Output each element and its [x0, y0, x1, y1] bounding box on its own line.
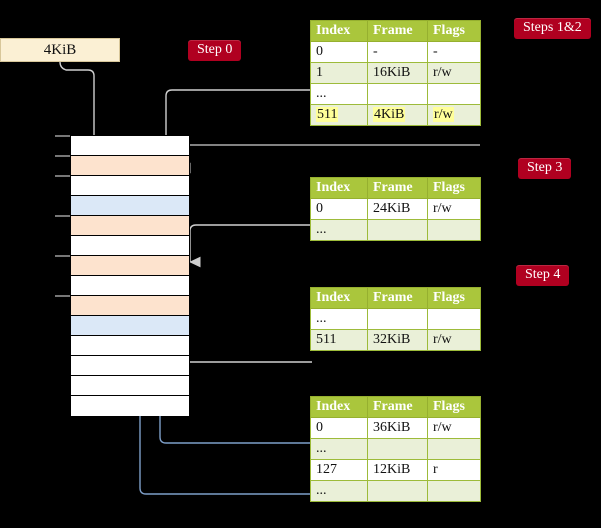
table-row: ... — [310, 438, 481, 460]
page-table-level-1: Index Frame Flags 0 36KiB r/w ... 127 12… — [310, 396, 481, 502]
cell-frame: 24KiB — [367, 198, 428, 220]
memory-row — [71, 376, 189, 396]
cell-index: ... — [310, 219, 368, 241]
column-header-index: Index — [310, 177, 368, 199]
table-row: ... — [310, 308, 481, 330]
column-header-flags: Flags — [427, 287, 481, 309]
table-row: ... — [310, 480, 481, 502]
memory-tick-1 — [55, 155, 71, 157]
cell-index: ... — [310, 480, 368, 502]
column-header-index: Index — [310, 20, 368, 42]
cell-index: 0 — [310, 198, 368, 220]
cell-flags: r/w — [427, 329, 481, 351]
cell-frame: 16KiB — [367, 62, 428, 84]
cell-frame-text: 4KiB — [373, 107, 406, 122]
page-table-level-2: Index Frame Flags ... 511 32KiB r/w — [310, 287, 481, 351]
table-row: 511 32KiB r/w — [310, 329, 481, 351]
cell-index: 1 — [310, 62, 368, 84]
memory-row — [71, 216, 189, 236]
cell-frame: 12KiB — [367, 459, 428, 481]
page-table-level-3: Index Frame Flags 0 24KiB r/w ... — [310, 177, 481, 241]
column-header-frame: Frame — [367, 20, 428, 42]
cell-flags — [427, 308, 481, 330]
cell-flags: r — [427, 459, 481, 481]
cell-flags: - — [427, 41, 481, 63]
cell-frame — [367, 83, 428, 105]
column-header-frame: Frame — [367, 177, 428, 199]
cell-flags: r/w — [427, 417, 481, 439]
table-row-highlighted: 511 4KiB r/w — [310, 104, 481, 126]
memory-row — [71, 136, 189, 156]
badge-step-3: Step 3 — [518, 158, 572, 180]
badge-steps-1-2: Steps 1&2 — [514, 18, 591, 40]
memory-tick-0 — [55, 135, 71, 137]
memory-row — [71, 256, 189, 276]
physical-memory-column — [70, 135, 190, 416]
table-row: 0 24KiB r/w — [310, 198, 481, 220]
memory-row — [71, 336, 189, 356]
source-frame-label: 4KiB — [43, 41, 77, 58]
cell-index: ... — [310, 438, 368, 460]
cell-frame: 36KiB — [367, 417, 428, 439]
cell-index: 0 — [310, 41, 368, 63]
cell-flags — [427, 83, 481, 105]
table-row: 0 36KiB r/w — [310, 417, 481, 439]
table-row: 127 12KiB r — [310, 459, 481, 481]
cell-flags: r/w — [427, 104, 481, 126]
cell-index: 0 — [310, 417, 368, 439]
cell-flags — [427, 219, 481, 241]
memory-row — [71, 276, 189, 296]
table-row: 0 - - — [310, 41, 481, 63]
memory-row — [71, 156, 189, 176]
cell-frame — [367, 480, 428, 502]
cell-flags: r/w — [427, 62, 481, 84]
table-header-row: Index Frame Flags — [310, 287, 481, 309]
cell-index: 511 — [310, 104, 368, 126]
cell-frame: 32KiB — [367, 329, 428, 351]
memory-tick-2 — [55, 175, 71, 177]
memory-row — [71, 236, 189, 256]
memory-row — [71, 176, 189, 196]
cell-frame — [367, 219, 428, 241]
cell-flags-text: r/w — [433, 107, 454, 122]
badge-step-4: Step 4 — [516, 265, 570, 287]
column-header-flags: Flags — [427, 177, 481, 199]
source-frame-4kib: 4KiB — [0, 38, 120, 62]
cell-index: 127 — [310, 459, 368, 481]
cell-flags — [427, 438, 481, 460]
column-header-frame: Frame — [367, 396, 428, 418]
cell-index: 511 — [310, 329, 368, 351]
memory-row — [71, 196, 189, 216]
memory-tick-4 — [55, 215, 71, 217]
memory-row — [71, 396, 189, 416]
badge-step-0: Step 0 — [188, 40, 242, 62]
column-header-index: Index — [310, 396, 368, 418]
cell-index-text: 511 — [316, 107, 339, 122]
cell-index: ... — [310, 308, 368, 330]
column-header-flags: Flags — [427, 20, 481, 42]
table-header-row: Index Frame Flags — [310, 177, 481, 199]
cell-frame: 4KiB — [367, 104, 428, 126]
memory-row — [71, 316, 189, 336]
memory-row — [71, 296, 189, 316]
cell-flags — [427, 480, 481, 502]
cell-flags: r/w — [427, 198, 481, 220]
table-header-row: Index Frame Flags — [310, 20, 481, 42]
column-header-flags: Flags — [427, 396, 481, 418]
memory-row — [71, 356, 189, 376]
table-row: ... — [310, 83, 481, 105]
table-row: 1 16KiB r/w — [310, 62, 481, 84]
column-header-index: Index — [310, 287, 368, 309]
table-header-row: Index Frame Flags — [310, 396, 481, 418]
memory-tick-8 — [55, 295, 71, 297]
cell-frame — [367, 438, 428, 460]
column-header-frame: Frame — [367, 287, 428, 309]
cell-frame — [367, 308, 428, 330]
page-table-level-4: Index Frame Flags 0 - - 1 16KiB r/w ... … — [310, 20, 481, 126]
cell-index: ... — [310, 83, 368, 105]
table-row: ... — [310, 219, 481, 241]
memory-tick-6 — [55, 255, 71, 257]
cell-frame: - — [367, 41, 428, 63]
